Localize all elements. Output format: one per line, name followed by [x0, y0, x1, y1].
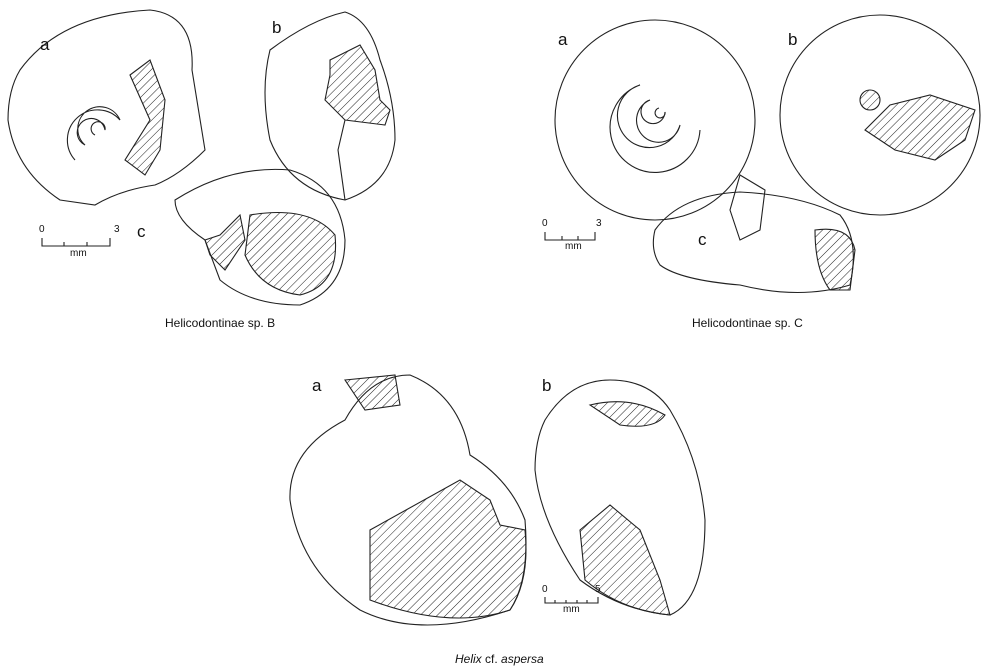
- view-label-c: c: [137, 222, 146, 241]
- scale-start: 0: [542, 218, 548, 229]
- scale-bar-helix: [544, 597, 599, 604]
- view-label-c: c: [698, 230, 707, 249]
- view-label-a: a: [40, 35, 50, 54]
- view-label-b: b: [542, 376, 552, 395]
- scale-unit: mm: [563, 604, 580, 615]
- scale-bar-b: [41, 238, 111, 247]
- shell-b-view-a: [7, 9, 206, 206]
- caption-helicodontinae-b: Helicodontinae sp. B: [165, 316, 276, 330]
- view-label-a: a: [558, 30, 568, 49]
- view-label-a: a: [312, 376, 322, 395]
- caption-helix-aspersa: Helix cf. aspersa: [455, 652, 544, 666]
- scale-unit: mm: [565, 241, 582, 252]
- scale-start: 0: [39, 224, 45, 235]
- caption-qualifier: cf.: [485, 652, 498, 666]
- caption-species: aspersa: [501, 652, 544, 666]
- helix-view-a: [289, 374, 527, 626]
- caption-genus: Helix: [455, 652, 482, 666]
- helix-view-b: [534, 379, 706, 616]
- scale-start: 0: [542, 584, 548, 595]
- scale-end: 3: [114, 224, 120, 235]
- scale-end: 5: [595, 584, 601, 595]
- view-label-b: b: [788, 30, 798, 49]
- scale-unit: mm: [70, 248, 87, 259]
- shell-c-view-b: [779, 14, 981, 216]
- shell-b-view-c: [174, 168, 346, 306]
- scale-end: 3: [596, 218, 602, 229]
- view-label-b: b: [272, 18, 282, 37]
- shell-c-view-c: [652, 191, 856, 293]
- caption-helicodontinae-c: Helicodontinae sp. C: [692, 316, 803, 330]
- shell-c-view-a: [554, 19, 766, 241]
- scale-bar-c: [544, 232, 596, 241]
- shell-b-view-b: [264, 11, 396, 201]
